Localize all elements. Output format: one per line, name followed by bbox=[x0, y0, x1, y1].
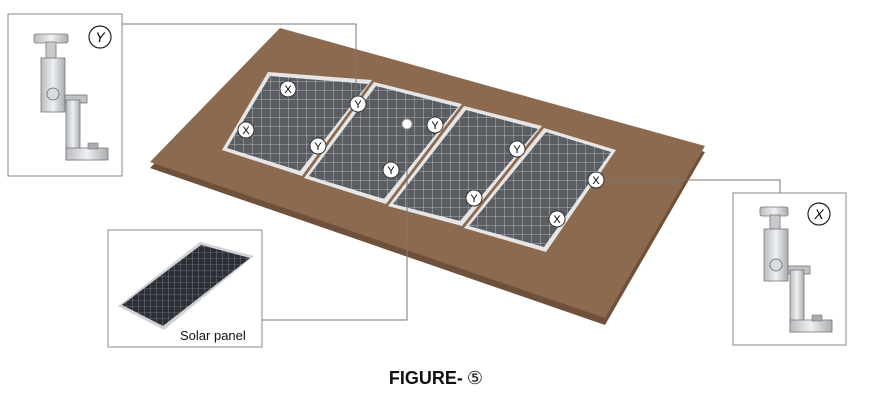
figure-caption-prefix: FIGURE- bbox=[388, 368, 463, 388]
marker-y-6: Y bbox=[465, 189, 483, 207]
solar-panel-4 bbox=[464, 128, 616, 252]
marker-label: Y bbox=[513, 144, 521, 156]
x-detail-marker bbox=[807, 202, 831, 226]
solar-panel-label: Solar panel bbox=[180, 328, 246, 343]
marker-x-2: X bbox=[237, 121, 255, 139]
leader-lines bbox=[122, 23, 781, 321]
marker-y-3: Y bbox=[426, 116, 444, 134]
solar-panel-inset-box: Solar panel bbox=[107, 229, 263, 348]
marker-x-1: X bbox=[279, 80, 297, 98]
figure-caption: FIGURE-⑤ bbox=[0, 368, 872, 389]
leader-line-solar-panel bbox=[262, 124, 408, 321]
y-detail-marker bbox=[88, 25, 112, 49]
end-clamp-bracket-image bbox=[759, 206, 833, 333]
y-detail-label: Y bbox=[95, 29, 106, 45]
leader-line-x bbox=[596, 179, 781, 196]
marker-y-5: Y bbox=[508, 140, 526, 158]
x-detail-label: X bbox=[813, 206, 824, 222]
solar-panel-image bbox=[122, 245, 250, 326]
marker-label: Y bbox=[314, 141, 322, 153]
marker-label: X bbox=[284, 84, 292, 96]
figure-caption-number: ⑤ bbox=[466, 368, 484, 389]
marker-label: X bbox=[592, 175, 600, 187]
marker-label: X bbox=[242, 125, 250, 137]
marker-x-3: X bbox=[587, 171, 605, 189]
marker-x-4: X bbox=[548, 210, 566, 228]
mid-clamp-bracket-image bbox=[33, 33, 109, 161]
solar-panel-1 bbox=[222, 72, 372, 176]
end-clamp-detail-box: X bbox=[732, 192, 847, 346]
marker-label: X bbox=[553, 214, 561, 226]
solar-panel-array bbox=[222, 72, 616, 252]
solar-panel-2 bbox=[304, 82, 462, 204]
marker-y-2: Y bbox=[309, 137, 327, 155]
leader-line-y bbox=[122, 23, 357, 104]
marker-label: Y bbox=[354, 99, 362, 111]
mid-clamp-detail-box: Y bbox=[7, 13, 123, 177]
marker-label: Y bbox=[470, 193, 478, 205]
panel-pointer-dot bbox=[401, 118, 413, 130]
marker-label: Y bbox=[387, 165, 395, 177]
marker-label: Y bbox=[431, 120, 439, 132]
solar-panel-3 bbox=[388, 106, 542, 226]
marker-y-1: Y bbox=[349, 95, 367, 113]
marker-y-4: Y bbox=[382, 161, 400, 179]
